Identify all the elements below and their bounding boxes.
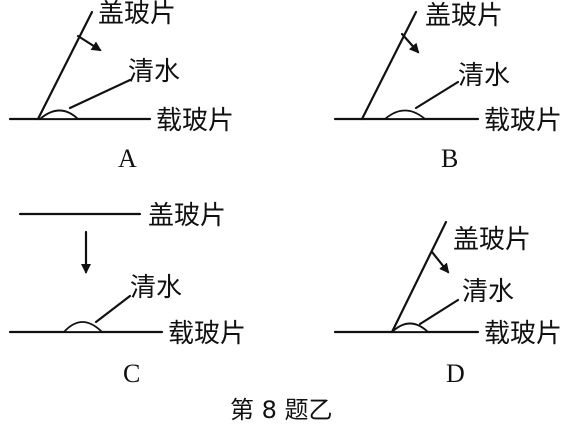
panel-c-option-letter: C [123,359,140,388]
panel-d-slide-label: 载玻片 [484,319,562,349]
panel-b-cover-slip-label: 盖玻片 [425,1,503,31]
panel-d-water-drop [389,322,431,333]
panel-d-water-label: 清水 [462,277,514,307]
panel-d-option-letter: D [446,359,465,388]
figure-caption: 第 8 题乙 [230,396,333,424]
panel-a-option-letter: A [118,144,137,173]
panel-d-arrow [430,250,450,274]
panel-c-cover-slip-label: 盖玻片 [148,201,226,231]
panel-d-water-leader [418,298,460,326]
panel-a-slide-label: 载玻片 [156,106,234,136]
panel-a: 盖玻片 清水 载玻片 A [8,0,234,173]
panel-d-cover-slip [390,220,448,334]
panel-a-cover-slip-label: 盖玻片 [98,0,176,29]
panel-b: 盖玻片 清水 载玻片 B [333,1,562,173]
panel-a-arrow [76,34,102,52]
panel-b-option-letter: B [441,144,458,173]
panel-a-water-label: 清水 [128,57,180,87]
panel-c-slide-label: 载玻片 [168,319,246,349]
panel-b-water-leader [414,80,460,110]
panel-a-cover-slip [36,10,94,121]
panel-c-water-drop [61,321,105,333]
panel-a-water-leader [68,78,132,110]
panel-b-cover-slip [360,10,418,121]
panel-d-cover-slip-label: 盖玻片 [453,225,531,255]
panel-b-water-drop [382,109,428,120]
panel-b-water-label: 清水 [458,61,510,91]
panel-b-arrow [400,32,420,54]
panel-a-water-drop [37,109,81,120]
panel-c: 盖玻片 清水 载玻片 C [8,201,246,388]
panel-b-slide-label: 载玻片 [484,106,562,136]
panel-d: 盖玻片 清水 载玻片 D [333,220,562,388]
panel-c-water-leader [94,294,132,324]
panel-c-water-label: 清水 [130,273,182,303]
